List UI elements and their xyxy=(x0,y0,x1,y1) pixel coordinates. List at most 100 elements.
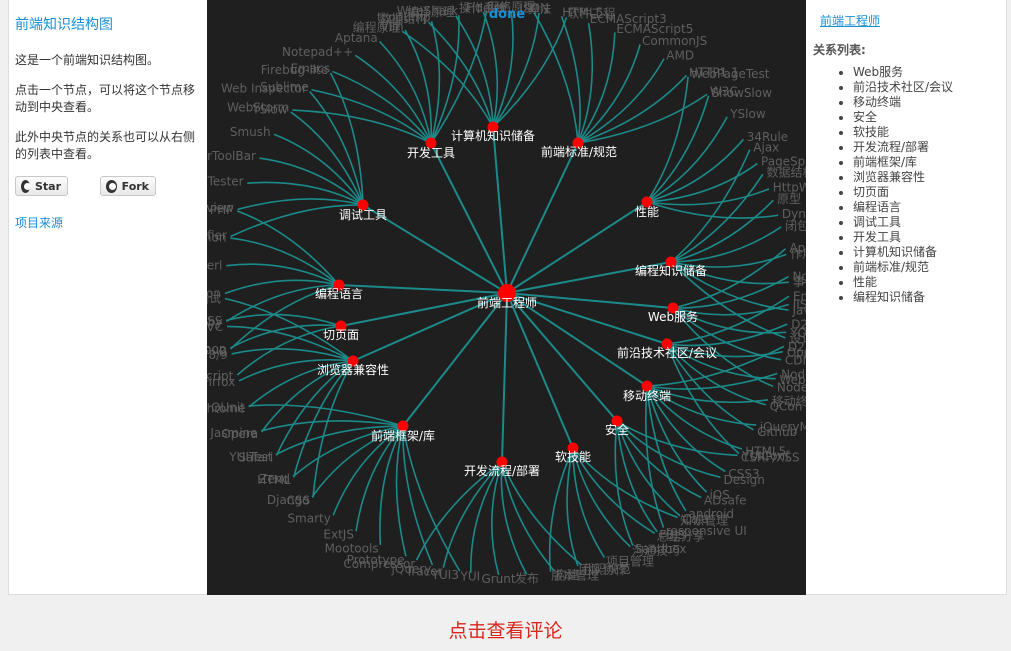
branch-node[interactable] xyxy=(611,415,623,427)
leaf-label[interactable]: Zend xyxy=(259,472,290,486)
leaf-label[interactable]: Python xyxy=(207,230,226,244)
leaf-label[interactable]: 编译原理 xyxy=(407,4,455,19)
center-node-name[interactable]: 前端工程师 xyxy=(820,14,881,28)
branch-node[interactable] xyxy=(667,302,679,314)
leaf-label[interactable]: 算法 xyxy=(527,1,551,16)
leaf-label[interactable]: Python xyxy=(207,287,221,301)
relation-item[interactable]: 切页面 xyxy=(853,185,1007,200)
leaf-label[interactable]: PHP xyxy=(210,203,234,217)
leaf-label[interactable]: AMD xyxy=(666,48,694,62)
leaf-label[interactable]: Sandbox xyxy=(635,542,687,556)
leaf-label[interactable]: WireShark xyxy=(397,4,458,18)
leaf-label[interactable]: WebStorm xyxy=(227,100,289,114)
leaf-label[interactable]: FBJS xyxy=(659,528,685,542)
branch-label[interactable]: 计算机知识储备 xyxy=(451,128,535,143)
branch-node[interactable] xyxy=(665,256,677,268)
github-fork-button[interactable]: Fork xyxy=(100,176,156,196)
leaf-label[interactable]: 版本管理 xyxy=(551,568,599,583)
leaf-label[interactable]: Design xyxy=(723,473,764,487)
leaf-label[interactable]: 知识管理 xyxy=(680,513,728,528)
leaf-label[interactable]: YSlow xyxy=(729,107,766,121)
leaf-label[interactable]: 事件 xyxy=(793,275,806,289)
view-comments-link[interactable]: 点击查看评论 xyxy=(448,620,563,642)
leaf-label[interactable]: CSRF/XSS xyxy=(741,451,800,465)
leaf-label[interactable]: 原型 xyxy=(777,192,801,206)
leaf-label[interactable]: HTML xyxy=(257,473,291,487)
leaf-label[interactable]: Mootools xyxy=(325,542,379,556)
leaf-label[interactable]: 沟通技巧 xyxy=(632,543,680,557)
leaf-label[interactable]: ECMAScript5 xyxy=(616,22,693,36)
leaf-label[interactable]: D2/WebRebuild xyxy=(788,340,806,354)
leaf-label[interactable]: WebRebuild xyxy=(779,373,806,387)
leaf-label[interactable]: Prototype xyxy=(347,553,405,567)
leaf-label[interactable]: CSS xyxy=(287,494,311,508)
leaf-label[interactable]: Firebug-lite xyxy=(261,63,328,77)
leaf-label[interactable]: Sublime xyxy=(260,80,309,94)
leaf-label[interactable]: 编程原理 xyxy=(353,20,401,35)
branch-label[interactable]: 调试工具 xyxy=(339,207,387,222)
branch-label[interactable]: 浏览器兼容性 xyxy=(317,362,389,377)
leaf-label[interactable]: HTML5 xyxy=(745,444,786,458)
leaf-label[interactable]: Firfox xyxy=(207,375,235,389)
relation-item[interactable]: 安全 xyxy=(853,110,1007,125)
leaf-label[interactable]: Apache xyxy=(789,241,806,255)
branch-label[interactable]: 开发工具 xyxy=(407,145,455,160)
branch-node[interactable] xyxy=(641,196,653,208)
center-node[interactable] xyxy=(498,284,516,302)
leaf-label[interactable]: Nginx xyxy=(793,269,806,283)
leaf-label[interactable]: jQueryMobile xyxy=(759,420,806,434)
leaf-label[interactable]: 前端测试 xyxy=(207,291,221,306)
branch-label[interactable]: 软技能 xyxy=(555,450,591,464)
leaf-label[interactable]: Smush xyxy=(230,125,271,139)
relation-item[interactable]: 前端标准/规范 xyxy=(853,260,1007,275)
project-source-link[interactable]: 项目来源 xyxy=(15,216,64,230)
relation-item[interactable]: 性能 xyxy=(853,275,1007,290)
leaf-label[interactable]: JSON xyxy=(519,1,550,15)
leaf-label[interactable]: 数据结构 xyxy=(379,10,427,25)
graph-canvas[interactable]: WebStormSublimeEmacsNotepad++AptanaVimtc… xyxy=(207,0,806,595)
leaf-label[interactable]: Smarty xyxy=(287,511,330,525)
leaf-label[interactable]: PageSpeed xyxy=(761,155,806,169)
leaf-label[interactable]: YUIConf xyxy=(741,449,790,463)
relation-item[interactable]: 编程语言 xyxy=(853,200,1007,215)
leaf-label[interactable]: DynaTrace's xyxy=(782,207,806,221)
center-label[interactable]: 前端工程师 xyxy=(477,295,537,310)
leaf-label[interactable]: CSS xyxy=(207,314,222,328)
leaf-label[interactable]: Chrome xyxy=(207,402,245,416)
relation-item[interactable]: 调试工具 xyxy=(853,215,1007,230)
leaf-label[interactable]: 移动终端 xyxy=(772,393,806,408)
relation-item[interactable]: 前端框架/库 xyxy=(853,155,1007,170)
leaf-label[interactable]: 项目管理 xyxy=(606,553,654,568)
branch-node[interactable] xyxy=(397,420,409,432)
leaf-label[interactable]: ECMAScript3 xyxy=(590,12,667,26)
leaf-label[interactable]: CSS3 xyxy=(728,467,759,481)
branch-label[interactable]: 前端框架/库 xyxy=(371,428,435,443)
leaf-label[interactable]: EnjoyWeb xyxy=(793,289,806,303)
branch-node[interactable] xyxy=(567,442,579,454)
leaf-label[interactable]: NodeParty/HTML5 xyxy=(781,368,806,382)
leaf-label[interactable]: 设计模式 xyxy=(789,331,806,345)
leaf-label[interactable]: 团队协作 xyxy=(579,562,627,577)
leaf-label[interactable]: QUnit xyxy=(211,401,245,415)
leaf-label[interactable]: 34Rule xyxy=(747,130,788,144)
leaf-label[interactable]: 数据结构 xyxy=(766,165,806,180)
leaf-label[interactable]: 发布 xyxy=(515,570,539,585)
leaf-label[interactable]: JavaScript xyxy=(207,369,234,383)
branch-label[interactable]: 编程语言 xyxy=(315,286,363,301)
branch-node[interactable] xyxy=(496,456,508,468)
branch-label[interactable]: 开发流程/部署 xyxy=(464,463,540,478)
branch-node[interactable] xyxy=(335,320,347,332)
leaf-label[interactable]: android xyxy=(688,507,734,521)
leaf-label[interactable]: Django xyxy=(267,493,310,507)
relation-item[interactable]: 编程知识储备 xyxy=(853,290,1007,305)
leaf-label[interactable]: 闭包 xyxy=(785,219,806,233)
branch-label[interactable]: Web服务 xyxy=(648,309,698,324)
relation-item[interactable]: 开发流程/部署 xyxy=(853,140,1007,155)
leaf-label[interactable]: HTML5 xyxy=(562,5,603,19)
relation-item[interactable]: 浏览器兼容性 xyxy=(853,170,1007,185)
leaf-label[interactable]: Perl xyxy=(207,258,222,272)
branch-node[interactable] xyxy=(425,137,437,149)
branch-node[interactable] xyxy=(641,380,653,392)
leaf-label[interactable]: ExtJS xyxy=(323,528,354,542)
